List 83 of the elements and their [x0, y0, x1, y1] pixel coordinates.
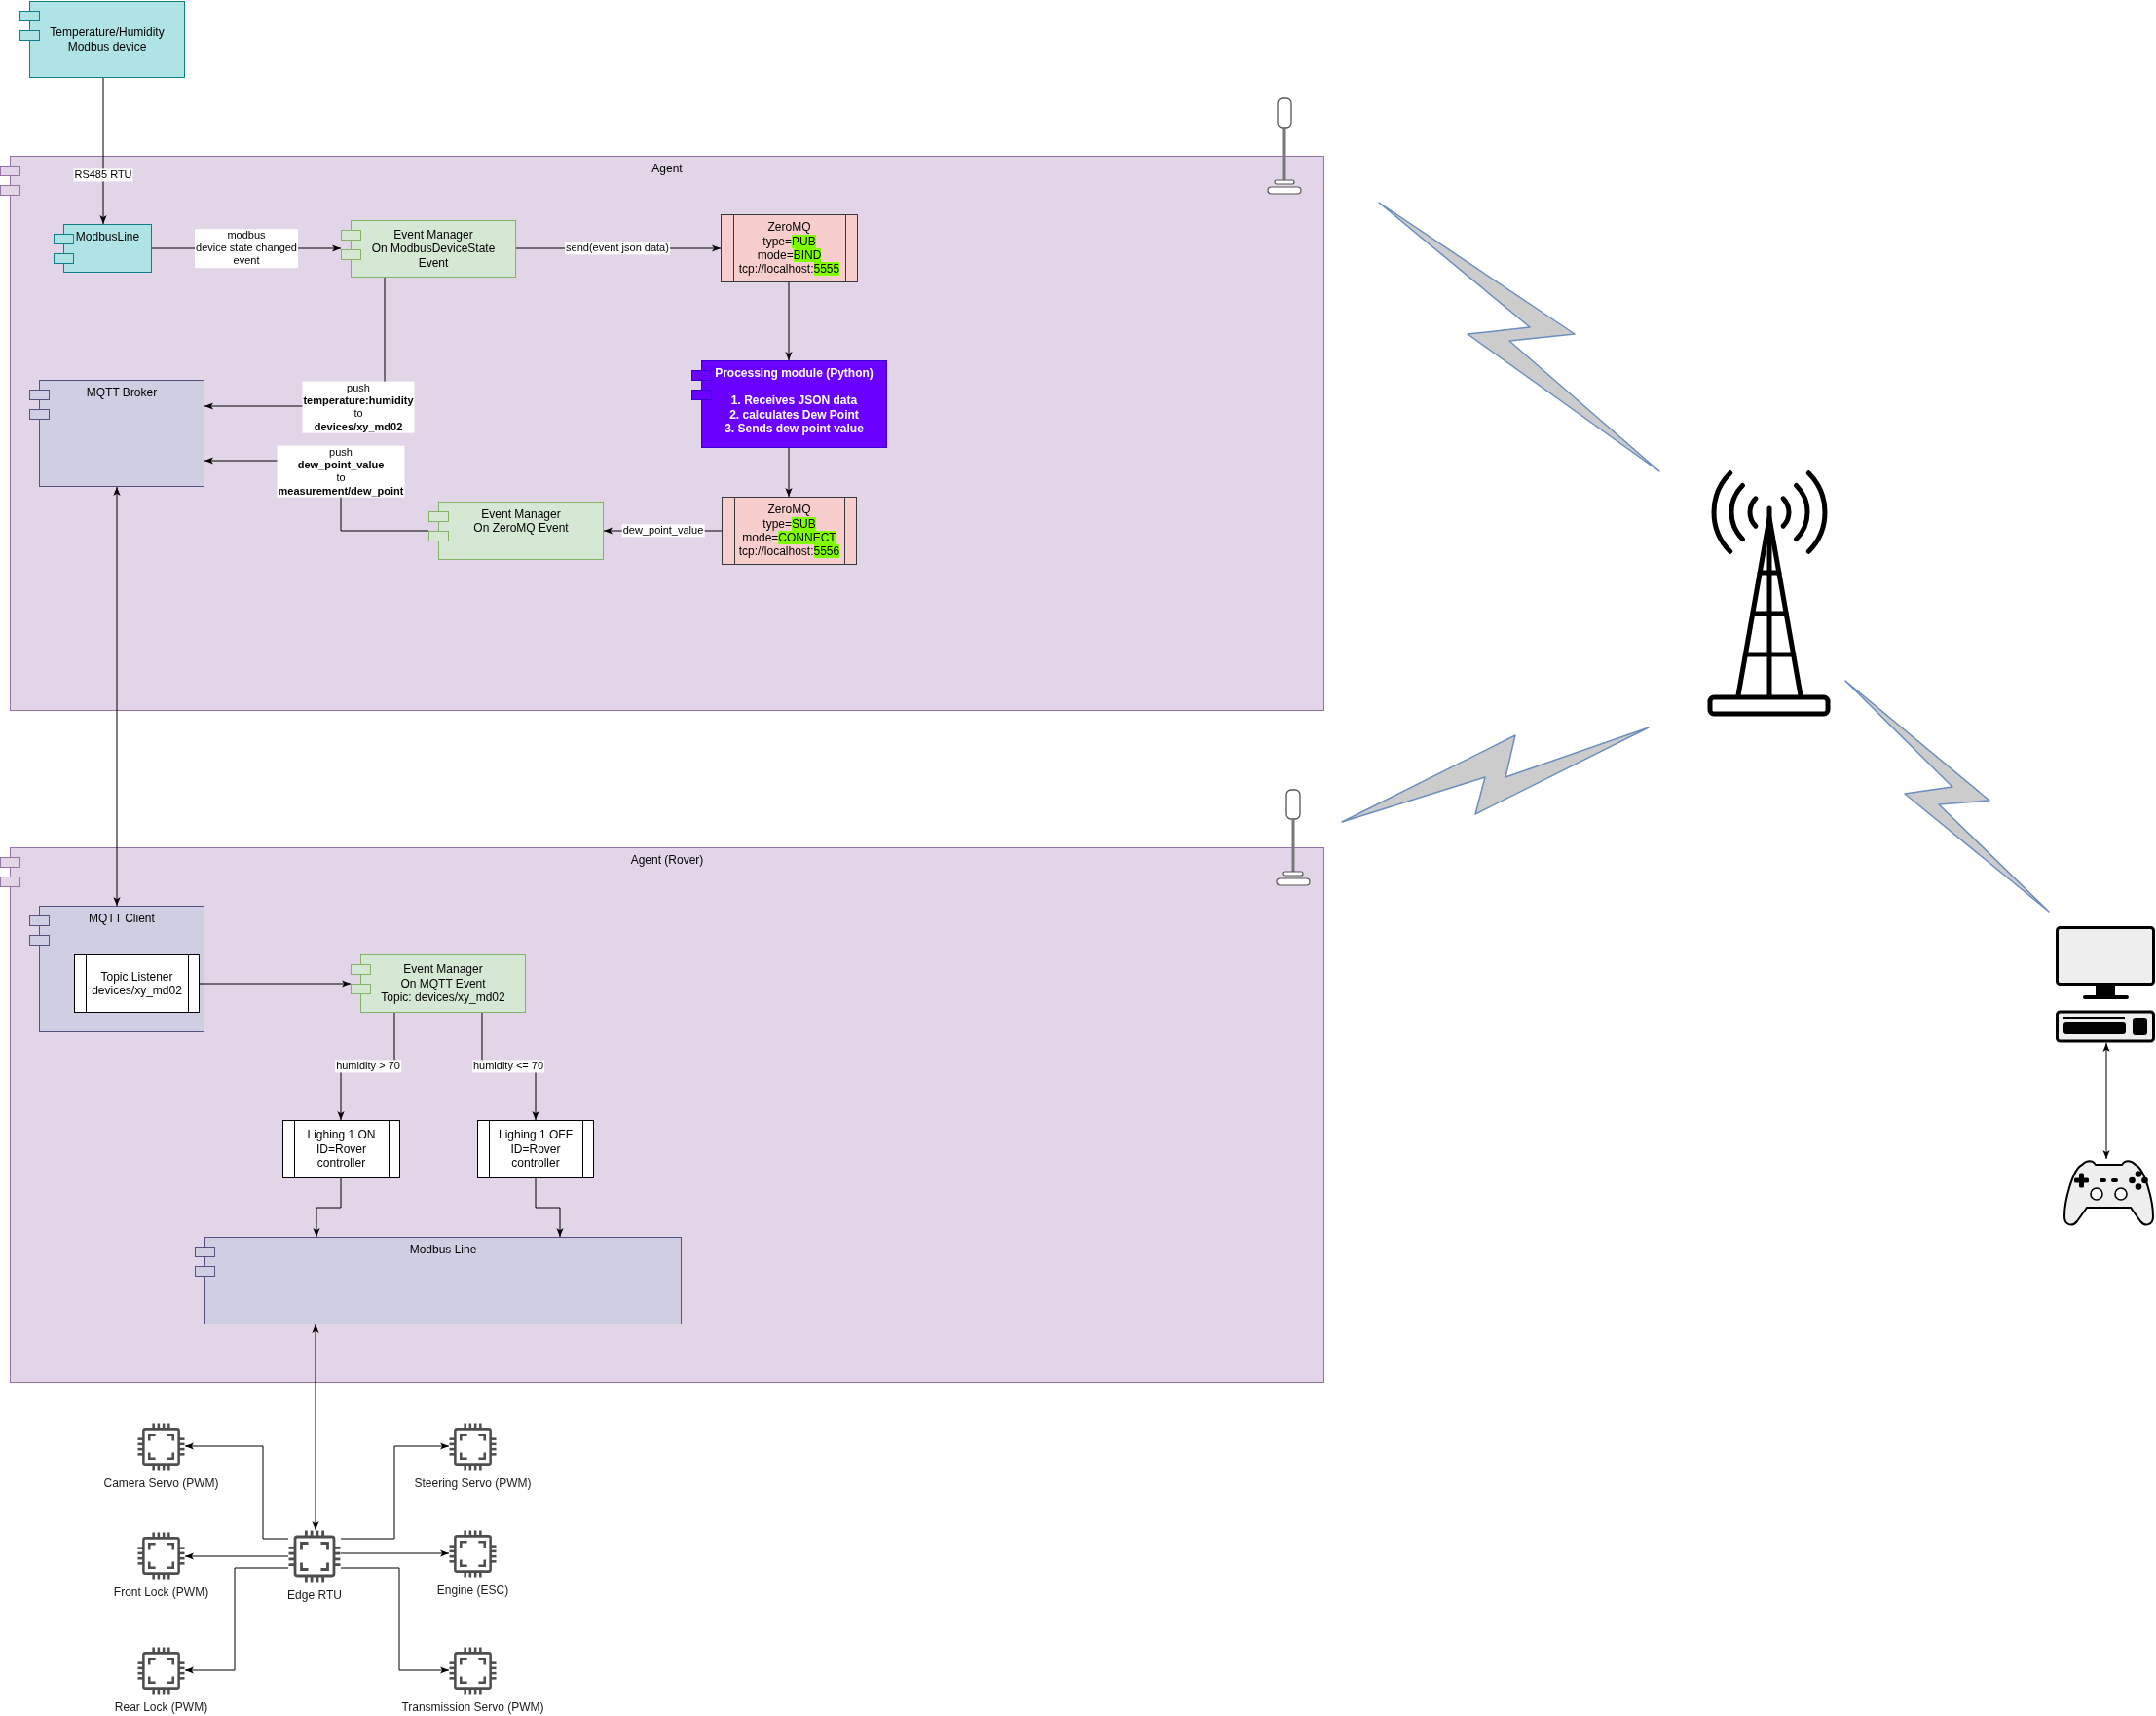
node-label: 1. Receives JSON data [730, 393, 858, 408]
chip-icon [449, 1647, 497, 1695]
component-box [19, 1, 185, 78]
node-caption: Front Lock (PWM) [113, 1585, 209, 1600]
node-caption: Steering Servo (PWM) [414, 1476, 532, 1491]
container-panel [0, 847, 1324, 1383]
chip-icon [137, 1423, 185, 1471]
node-label: Topic: devices/xy_md02 [381, 990, 505, 1005]
node-label: type=SUB [762, 516, 816, 531]
node-label: mode=CONNECT [742, 531, 836, 545]
node-label: On ModbusDeviceState Event [370, 242, 497, 271]
arrow [785, 281, 793, 361]
component-box [29, 906, 204, 1032]
node-label: type=PUB [762, 234, 816, 248]
chip-icon [449, 1423, 497, 1471]
chip-icon [288, 1530, 341, 1583]
process-box [721, 214, 858, 282]
process-box [722, 497, 857, 565]
container-panel [0, 156, 1324, 711]
component-box [195, 1237, 682, 1324]
edge-label: humidity > 70 [335, 1060, 401, 1073]
arrow [340, 1567, 450, 1674]
node-label: Event Manager [481, 507, 561, 522]
arrow [184, 1442, 289, 1540]
node-label: Temperature/Humidity Modbus device [49, 25, 166, 54]
panel-title: Agent (Rover) [630, 853, 704, 868]
node-label: ZeroMQ [767, 503, 811, 517]
node-label: Modbus Line [409, 1243, 477, 1257]
node-label: Event Manager [403, 962, 483, 977]
arrow [199, 980, 352, 988]
node-label: Processing module (Python) [715, 366, 874, 381]
node-label: ModbusLine [75, 230, 140, 244]
edge-label: RS485 RTU [73, 168, 133, 182]
edge-label: modbus device state changed event [195, 229, 298, 268]
process-box [282, 1120, 400, 1178]
desktop-computer-icon [2056, 926, 2155, 1043]
arrow [2102, 1042, 2110, 1160]
component-box [351, 954, 526, 1013]
node-label: On ZeroMQ Event [473, 521, 569, 536]
gamepad-icon [2063, 1159, 2155, 1227]
node-caption: Rear Lock (PWM) [114, 1700, 208, 1715]
arrow [113, 486, 121, 907]
arrow [340, 1442, 450, 1540]
chip-icon [137, 1532, 185, 1580]
node-label: ZeroMQ [767, 220, 811, 235]
edge-label: humidity <= 70 [471, 1060, 545, 1073]
arrow [313, 1177, 342, 1238]
node-label: Event Manager [393, 227, 473, 242]
arrow [312, 1324, 319, 1531]
node-label: Topic Listener devices/xy_md02 [91, 969, 183, 998]
node-label: 2. calculates Dew Point [729, 407, 859, 423]
node-label: 3. Sends dew point value [725, 422, 864, 436]
arrow [785, 447, 793, 498]
edge-label: push dew_point_value to measurement/dew_point [277, 445, 405, 498]
node-label: MQTT Broker [86, 386, 158, 400]
arrow [340, 1549, 450, 1557]
node-label: MQTT Client [89, 912, 155, 926]
chip-icon [449, 1530, 497, 1578]
node-caption: Camera Servo (PWM) [103, 1476, 219, 1491]
edge-label: push temperature:humidity to devices/xy_md02 [302, 381, 415, 433]
node-caption: Engine (ESC) [436, 1584, 509, 1598]
node-label: tcp://localhost:5556 [738, 544, 840, 559]
arrow [535, 1177, 564, 1238]
component-box [341, 220, 516, 278]
node-caption: Edge RTU [287, 1588, 342, 1603]
arrow [184, 1567, 289, 1674]
edge-label: dew_point_value [621, 524, 705, 538]
arrow [184, 1552, 289, 1560]
node-label: Lighing 1 ON ID=Rover controller [306, 1128, 377, 1171]
node-label: On MQTT Event [400, 976, 486, 991]
panel-title: Agent [651, 162, 683, 176]
component-box [691, 360, 887, 448]
node-caption: Transmission Servo (PWM) [401, 1700, 544, 1715]
edge-label: send(event json data) [565, 242, 670, 255]
process-box [477, 1120, 594, 1178]
component-box [54, 224, 152, 273]
node-label: tcp://localhost:5555 [738, 262, 840, 277]
component-box [428, 502, 604, 560]
component-box [29, 380, 204, 487]
arrow [99, 77, 107, 225]
process-box [74, 954, 200, 1013]
node-label: Lighing 1 OFF ID=Rover controller [497, 1128, 574, 1171]
chip-icon [137, 1647, 185, 1695]
